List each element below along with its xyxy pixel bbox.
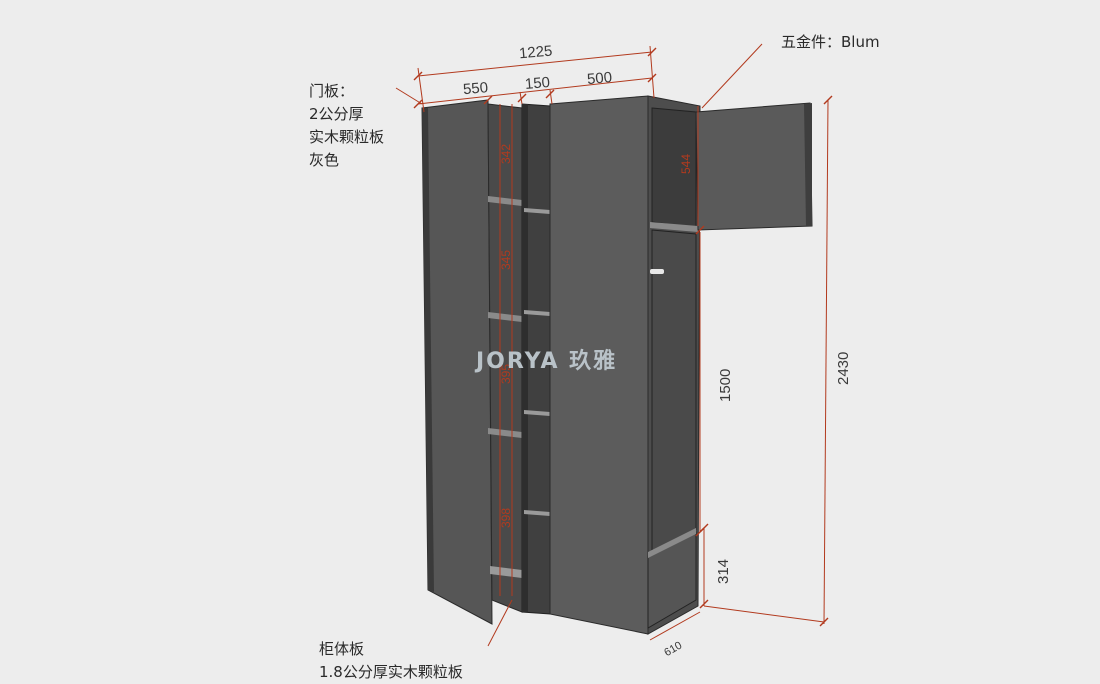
dim-shelf-1: 342 [499,144,513,164]
dim-shelf-3: 395 [499,364,513,384]
left-shelf [490,566,522,578]
dimension-ticks [413,47,833,627]
door-panel-note-line: 门板： [309,82,355,100]
top-flap-door-edge [804,103,812,226]
door-panel-note-line: 灰色 [309,151,340,169]
dim-top-cabinet: 544 [679,154,693,174]
door-panel-note-line: 实木颗粒板 [309,128,385,146]
dim-overall-width: 1225 [518,43,553,63]
dim-total-height: 2430 [835,352,852,385]
dim-right-width: 500 [586,69,612,88]
middle-shelf [524,208,550,214]
left-door [421,99,493,625]
left-shelf [488,312,522,322]
dim-depth: 610 [662,639,684,659]
dimension-lines [395,43,829,647]
hardware-note: 五金件：Blum [781,33,880,51]
left-shelf [488,196,522,206]
carcass-note-line: 柜体板 [319,640,365,658]
middle-column-side [522,104,528,612]
watermark: JORYA 玖雅 [474,348,617,374]
dim-shelf-2: 345 [499,250,513,270]
door-panel-note: 门板： 2公分厚 实木颗粒板 灰色 [309,80,384,172]
bottom-drawer-top [648,528,696,558]
hanging-rail [650,269,664,274]
middle-shelf [524,510,550,516]
carcass-note: 柜体板 1.8公分厚实木颗粒板 [319,638,463,684]
dim-left-width: 550 [462,79,488,98]
left-door-edge [422,108,434,592]
door-panel-note-line: 2公分厚 [309,105,364,123]
carcass-note-line: 1.8公分厚实木颗粒板 [319,663,463,681]
top-flap-door [695,102,813,231]
dim-bottom-drawer: 314 [715,559,732,584]
middle-shelf [524,310,550,316]
left-shelf [488,428,522,438]
dim-middle-width: 150 [524,74,550,93]
middle-shelf [524,410,550,416]
dim-shelf-4: 398 [499,508,513,528]
dim-hanging-height: 1500 [717,369,734,402]
hanging-interior [651,229,697,553]
top-cabinet-floor [650,222,698,232]
